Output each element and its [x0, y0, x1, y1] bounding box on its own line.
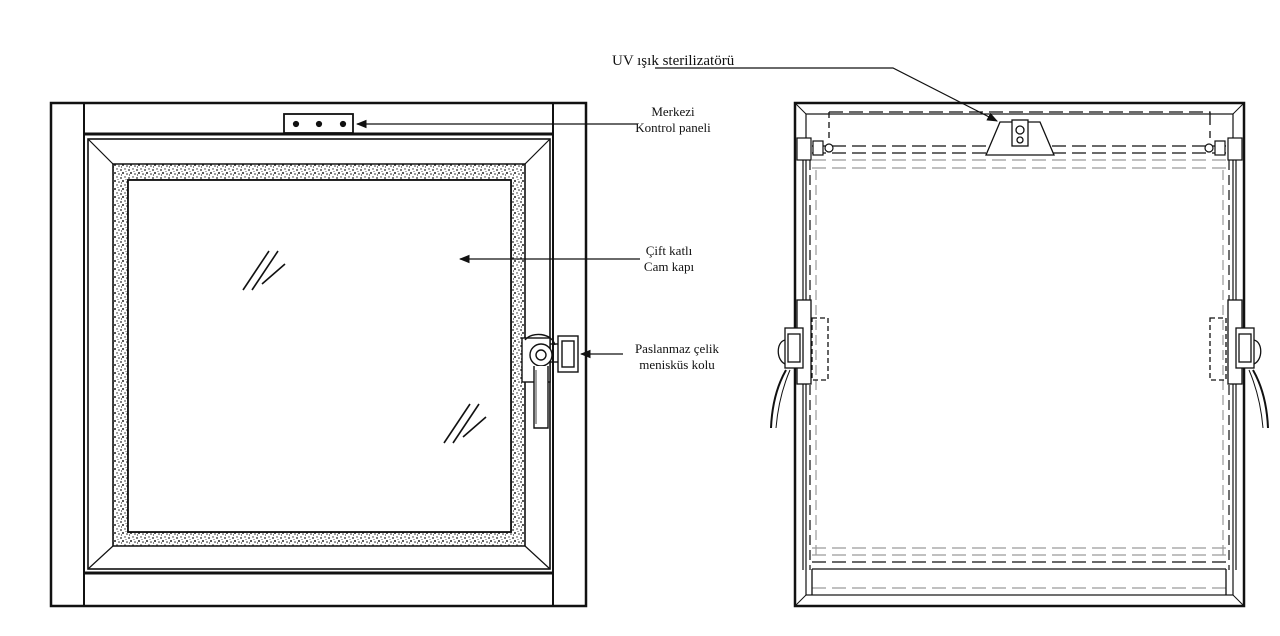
side-rails	[802, 160, 1237, 570]
label-uv-sterilizer: UV ışık sterilizatörü	[612, 53, 735, 69]
glass-reflection-marks	[242, 250, 487, 444]
side-view	[655, 67, 1269, 608]
label-control-panel-line1: Merkezi	[651, 104, 695, 119]
right-handle-assembly	[1209, 299, 1269, 429]
bottom-dashed-structure	[811, 547, 1227, 595]
side-outer-frame	[793, 101, 1246, 608]
label-double-glass-line2: Cam kapı	[643, 258, 695, 274]
glass-pane	[127, 179, 512, 533]
uv-lamp-bracket	[985, 119, 1055, 156]
label-double-glass-line1: Çift katlı	[645, 243, 693, 258]
label-handle-line2: menisküs kolu	[639, 356, 715, 372]
label-handle-line1: Paslanmaz çelik	[634, 341, 720, 356]
meniscus-handle	[521, 333, 579, 429]
label-control-panel: Merkezi Kontrol paneli	[618, 104, 728, 135]
label-double-glass-door: Çift katlı Cam kapı	[629, 243, 709, 274]
arrow-uv-sterilizer	[655, 67, 998, 122]
label-meniscus-handle: Paslanmaz çelik menisküs kolu	[618, 341, 736, 372]
control-panel	[283, 113, 354, 134]
top-corner-fittings	[796, 137, 1243, 161]
left-handle-assembly	[770, 299, 829, 429]
front-view	[49, 101, 640, 608]
label-control-panel-line2: Kontrol paneli	[635, 119, 711, 135]
